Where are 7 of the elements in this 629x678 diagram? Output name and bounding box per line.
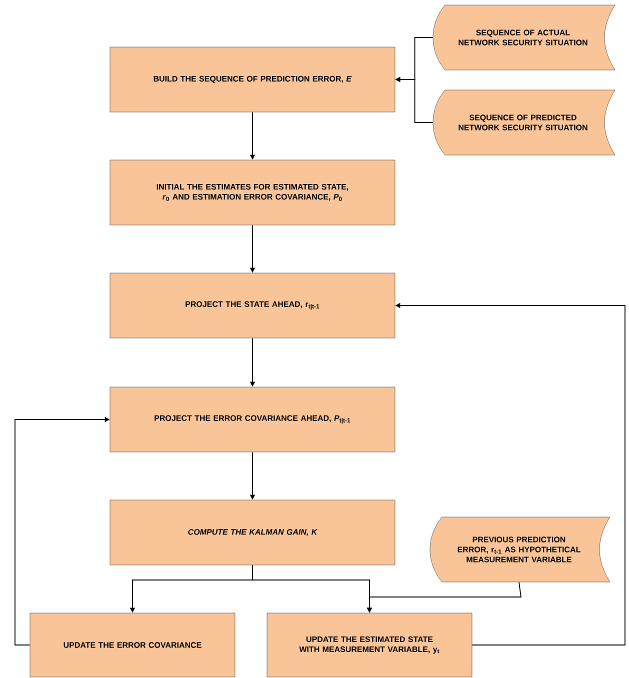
process-box: UPDATE THE ERROR COVARIANCE xyxy=(30,612,236,678)
process-box: UPDATE THE ESTIMATED STATE WITH MEASUREMENT VARIABLE, y$_{t}$ xyxy=(266,612,472,678)
process-box: BUILD THE SEQUENCE OF PREDICTION ERROR, E xyxy=(110,46,396,112)
process-box: PROJECT THE STATE AHEAD, r$_{t|t-1}$ xyxy=(110,272,396,338)
process-box: PROJECT THE ERROR COVARIANCE AHEAD, P$_{t|t-1}$ xyxy=(110,386,396,452)
process-box: COMPUTE THE KALMAN GAIN, K xyxy=(110,500,396,566)
process-box: INITIAL THE ESTIMATES FOR ESTIMATED STATE, r$_{0}$ AND ESTIMATION ERROR COVARIANCE, P$_{0}$ xyxy=(110,160,396,226)
